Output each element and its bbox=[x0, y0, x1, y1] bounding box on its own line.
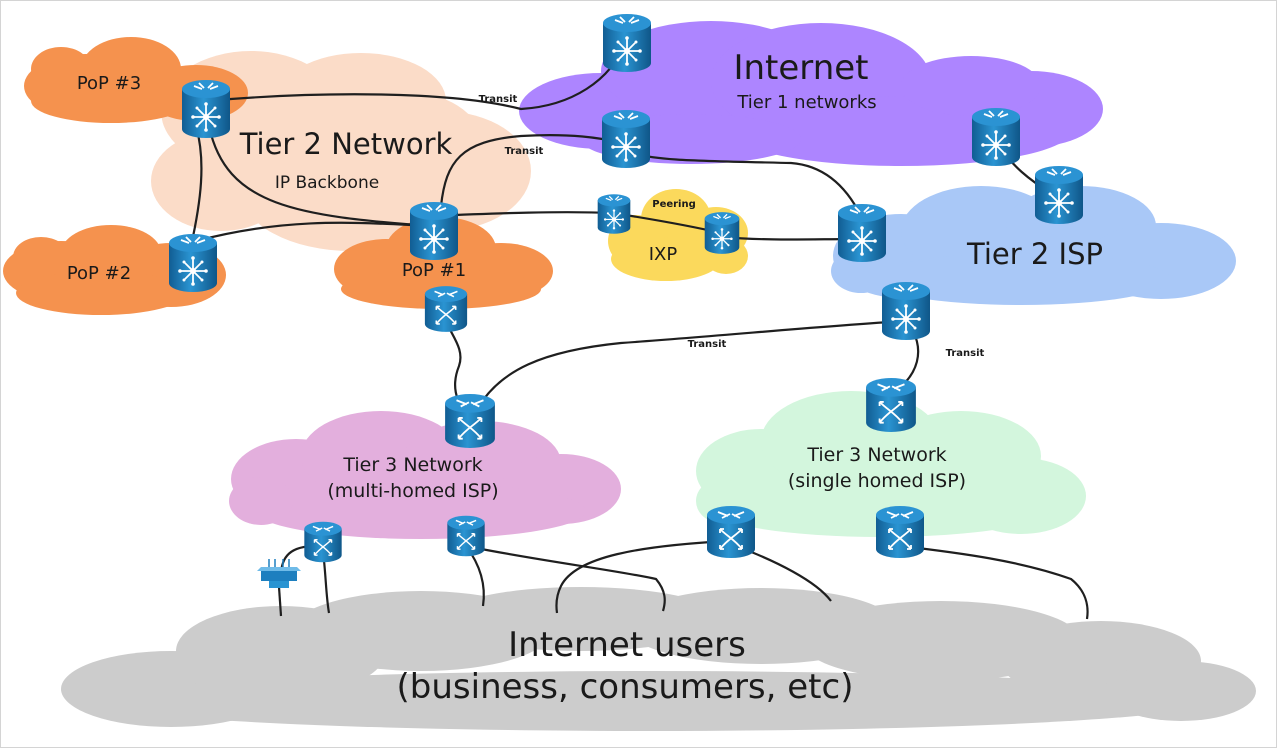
switch-icon bbox=[706, 505, 756, 559]
link-pop1-internet bbox=[439, 134, 624, 207]
tier3-single-subtitle: (single homed ISP) bbox=[788, 470, 966, 492]
switch-icon bbox=[444, 393, 496, 449]
transit-label-2: Transit bbox=[505, 146, 544, 157]
transit-label-4: Transit bbox=[946, 348, 985, 359]
tier3-single-homed-cloud bbox=[696, 391, 1086, 537]
tier2-isp-label: Tier 2 ISP bbox=[966, 237, 1103, 271]
internet-users-subtitle: (business, consumers, etc) bbox=[397, 667, 854, 707]
tier3-single-title: Tier 3 Network bbox=[806, 444, 946, 466]
peering-label: Peering bbox=[652, 199, 696, 210]
labels: Internet Tier 1 networks Tier 2 Network … bbox=[67, 48, 1103, 707]
link-pop2-pop1 bbox=[195, 221, 432, 243]
internet-title: Internet bbox=[733, 48, 868, 88]
switch-icon bbox=[303, 521, 343, 563]
tier2-network-subtitle: IP Backbone bbox=[275, 173, 379, 193]
transit-label-3: Transit bbox=[688, 339, 727, 350]
internet-users-title: Internet users bbox=[508, 625, 746, 665]
router-icon bbox=[704, 211, 740, 255]
router-icon bbox=[597, 193, 631, 235]
pop1-label: PoP #1 bbox=[402, 260, 466, 281]
link-internet-ispedge bbox=[625, 149, 862, 217]
router-icon bbox=[181, 79, 231, 139]
tier2-network-cloud bbox=[151, 51, 531, 251]
ixp-label: IXP bbox=[649, 244, 678, 265]
router-icon bbox=[881, 281, 931, 341]
ixp-cloud bbox=[608, 189, 748, 281]
wireless-access-point-icon bbox=[257, 559, 301, 588]
switch-icon bbox=[446, 515, 486, 557]
pop2-label: PoP #2 bbox=[67, 263, 131, 284]
switch-icon bbox=[875, 505, 925, 559]
tier3-multi-title: Tier 3 Network bbox=[342, 454, 482, 476]
internet-users-cloud bbox=[61, 587, 1256, 731]
link-multi-users-5 bbox=[470, 545, 666, 612]
transit-label-1: Transit bbox=[479, 94, 518, 105]
tier3-multi-subtitle: (multi-homed ISP) bbox=[327, 480, 498, 502]
link-pop3-internet bbox=[205, 40, 628, 111]
pop3-label: PoP #3 bbox=[77, 73, 141, 94]
switch-icon bbox=[424, 285, 468, 333]
router-icon bbox=[168, 233, 218, 293]
router-icon bbox=[971, 107, 1021, 167]
router-icon bbox=[409, 201, 459, 261]
router-icon bbox=[602, 13, 652, 73]
link-isp-tier3multi bbox=[478, 319, 907, 407]
tier2-network-title: Tier 2 Network bbox=[239, 127, 453, 161]
link-single-users-1 bbox=[555, 539, 727, 614]
router-icon bbox=[1034, 165, 1084, 225]
devices bbox=[168, 13, 1084, 588]
tier2-isp-cloud bbox=[831, 186, 1236, 305]
router-icon bbox=[601, 109, 651, 169]
router-icon bbox=[837, 203, 887, 263]
link-pop3-pop1 bbox=[207, 125, 432, 228]
internet-subtitle: Tier 1 networks bbox=[736, 92, 876, 113]
link-pop3-pop2 bbox=[189, 125, 203, 247]
switch-icon bbox=[865, 377, 917, 433]
link-single-users-3 bbox=[900, 544, 1089, 620]
link-multi-users-1 bbox=[277, 586, 283, 617]
